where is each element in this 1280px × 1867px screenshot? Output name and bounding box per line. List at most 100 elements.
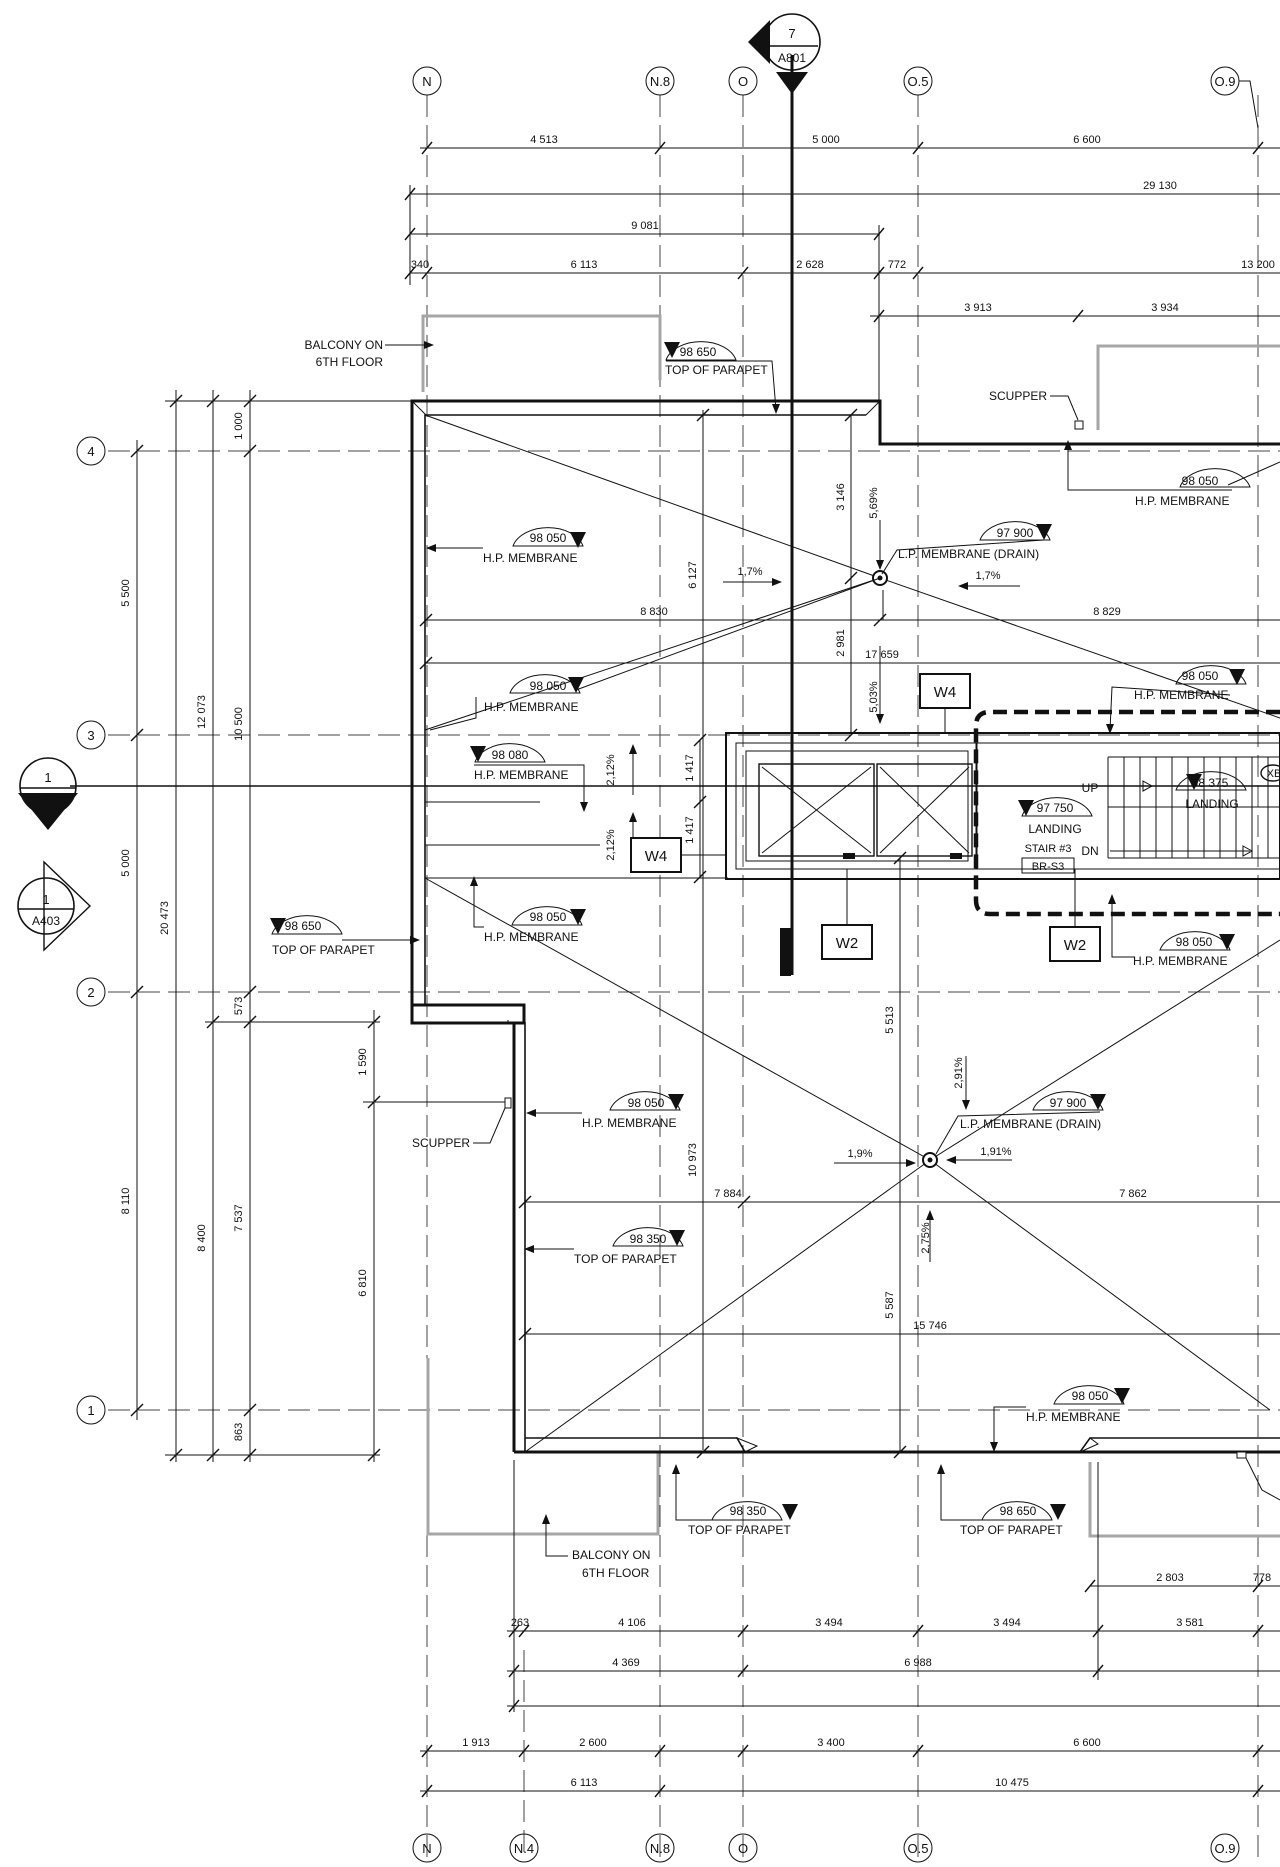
elevation-label: TOP OF PARAPET — [574, 1252, 677, 1266]
elevation-value: 98 050 — [530, 531, 567, 545]
dim-label: 1 913 — [462, 1737, 490, 1749]
elevation-value: 98 350 — [630, 1232, 667, 1246]
elevation-label: H.P. MEMBRANE — [484, 930, 578, 944]
dim-label: 29 130 — [1143, 180, 1177, 192]
section-num: 7 — [788, 26, 795, 41]
scupper-note: SCUPPER — [412, 1136, 470, 1150]
grid-bottom-label: O — [738, 1841, 748, 1856]
dim-label: 8 829 — [1093, 606, 1121, 618]
dim-label: 2 803 — [1156, 1572, 1184, 1584]
slope-label: 2,75% — [920, 1222, 932, 1253]
dim-label: 13 200 — [1241, 259, 1275, 271]
elevation-label: TOP OF PARAPET — [272, 943, 375, 957]
grid-bottom-label: N.8 — [650, 1841, 670, 1856]
elevation-label: H.P. MEMBRANE — [474, 768, 568, 782]
stair-core: UP DN STAIR #3 BR-S3 XB — [725, 709, 1280, 917]
elevation-value: 97 900 — [997, 526, 1034, 540]
grid-lines — [108, 95, 1280, 1860]
grid-top-label: O.9 — [1215, 74, 1236, 89]
dim-label: 3 913 — [964, 302, 992, 314]
elevation-value: 98 080 — [492, 748, 529, 762]
elevation-value: 98 650 — [285, 919, 322, 933]
grid-bubbles-top: N N.8 O O.5 O.9 — [412, 66, 1259, 129]
elevation-value: 98 050 — [1176, 935, 1213, 949]
elevation-value: 97 900 — [1050, 1096, 1087, 1110]
wall-tag: W2 — [1064, 937, 1087, 954]
slope-lines — [424, 414, 1280, 1453]
dim-label: 8 110 — [120, 1188, 132, 1215]
dim-label: 3 934 — [1151, 302, 1179, 314]
section-sheet: A403 — [32, 914, 60, 928]
dim-label: 3 494 — [815, 1617, 843, 1629]
elevation-value: 97 750 — [1037, 801, 1074, 815]
elevation-value: 98 050 — [1072, 1389, 1109, 1403]
dim-label: 1 000 — [233, 412, 245, 440]
dim-label: 3 400 — [817, 1737, 845, 1749]
elevation-tags: 98 650 TOP OF PARAPET 98 050 H.P. MEMBRA… — [270, 341, 1280, 1537]
dim-label: 340 — [411, 259, 429, 271]
dim-label: 6 600 — [1073, 134, 1101, 146]
dim-label: 4 369 — [612, 1657, 640, 1669]
dim-label: 6 988 — [904, 1657, 932, 1669]
dim-label: 17 659 — [865, 649, 899, 661]
balcony-note: BALCONY ON — [305, 338, 383, 352]
dim-label: 4 106 — [618, 1617, 646, 1629]
dim-label: 20 473 — [159, 901, 171, 935]
dim-label: 2 600 — [579, 1737, 607, 1749]
notes: BALCONY ON 6TH FLOOR SCUPPER SCUPPER BAL… — [305, 338, 1280, 1580]
elevation-value: 98 350 — [730, 1504, 767, 1518]
slope-label: 1,7% — [737, 566, 762, 578]
slope-label: 2,12% — [605, 829, 617, 860]
dim-label: 863 — [233, 1423, 245, 1441]
elevation-value: 98 050 — [628, 1096, 665, 1110]
dim-label: 7 884 — [714, 1188, 742, 1200]
elevation-value: 98 050 — [1182, 669, 1219, 683]
slope-label: 1,91% — [980, 1146, 1011, 1158]
slope-label: 2,12% — [605, 754, 617, 785]
elevation-value: 98 650 — [1000, 1504, 1037, 1518]
section-marker-left: 1 A302 — [18, 757, 1280, 830]
grid-row-label: 2 — [87, 985, 94, 1000]
dim-label: 9 081 — [631, 220, 659, 232]
stair-name: STAIR #3 — [1025, 843, 1072, 855]
grid-top-label: N.8 — [650, 74, 670, 89]
elevation-value: 98 650 — [680, 345, 717, 359]
section-marker-top: 7 A801 — [748, 13, 821, 976]
grid-row-label: 3 — [87, 728, 94, 743]
elevation-label: LANDING — [1185, 797, 1238, 811]
elevation-value: 98 375 — [1192, 776, 1229, 790]
balcony-note: BALCONY ON — [572, 1548, 650, 1562]
grid-bubbles-bottom: N N.4 N.8 O O.5 O.9 — [412, 1833, 1240, 1863]
slope-arrows: 5,69% 1,7% 1,7% 5,03% 2,12% 2,12% 2,91% … — [605, 487, 1020, 1262]
dim-label: 573 — [233, 997, 245, 1015]
elevation-label: H.P. MEMBRANE — [1134, 688, 1228, 702]
wall-tag: W4 — [934, 684, 957, 701]
dimensions-left: 5 500 5 000 8 110 20 473 12 073 8 400 1 … — [120, 390, 510, 1462]
grid-top-label: N — [422, 74, 431, 89]
dim-label: 1 590 — [357, 1048, 369, 1076]
elevation-label: LANDING — [1028, 822, 1081, 836]
dim-label: 3 494 — [993, 1617, 1021, 1629]
dim-label: 10 500 — [233, 707, 245, 741]
dim-label: 5 000 — [120, 849, 132, 877]
stair-up-label: UP — [1082, 781, 1099, 795]
wall-tag: W2 — [836, 935, 859, 952]
elevation-label: TOP OF PARAPET — [688, 1523, 791, 1537]
scupper-note: SCUPPER — [989, 389, 1047, 403]
dimensions-top: 4 513 5 000 6 600 29 130 9 081 340 6 113… — [404, 134, 1280, 410]
dim-label: 3 581 — [1176, 1617, 1204, 1629]
balcony-outlines — [421, 314, 1280, 1538]
grid-row-label: 4 — [87, 444, 94, 459]
slope-label: 2,91% — [953, 1057, 965, 1088]
grid-top-label: O.5 — [908, 74, 929, 89]
elevation-label: H.P. MEMBRANE — [582, 1116, 676, 1130]
dim-label: 5 000 — [812, 134, 840, 146]
grid-row-label: 1 — [87, 1403, 94, 1418]
dim-label: 10 973 — [687, 1143, 699, 1177]
slope-label: 1,7% — [975, 570, 1000, 582]
section-sheet: A302 — [34, 793, 62, 807]
dim-label: 6 127 — [687, 561, 699, 589]
section-num: 1 — [44, 770, 51, 785]
section-sheet: A801 — [778, 51, 806, 65]
elevation-label: TOP OF PARAPET — [960, 1523, 1063, 1537]
